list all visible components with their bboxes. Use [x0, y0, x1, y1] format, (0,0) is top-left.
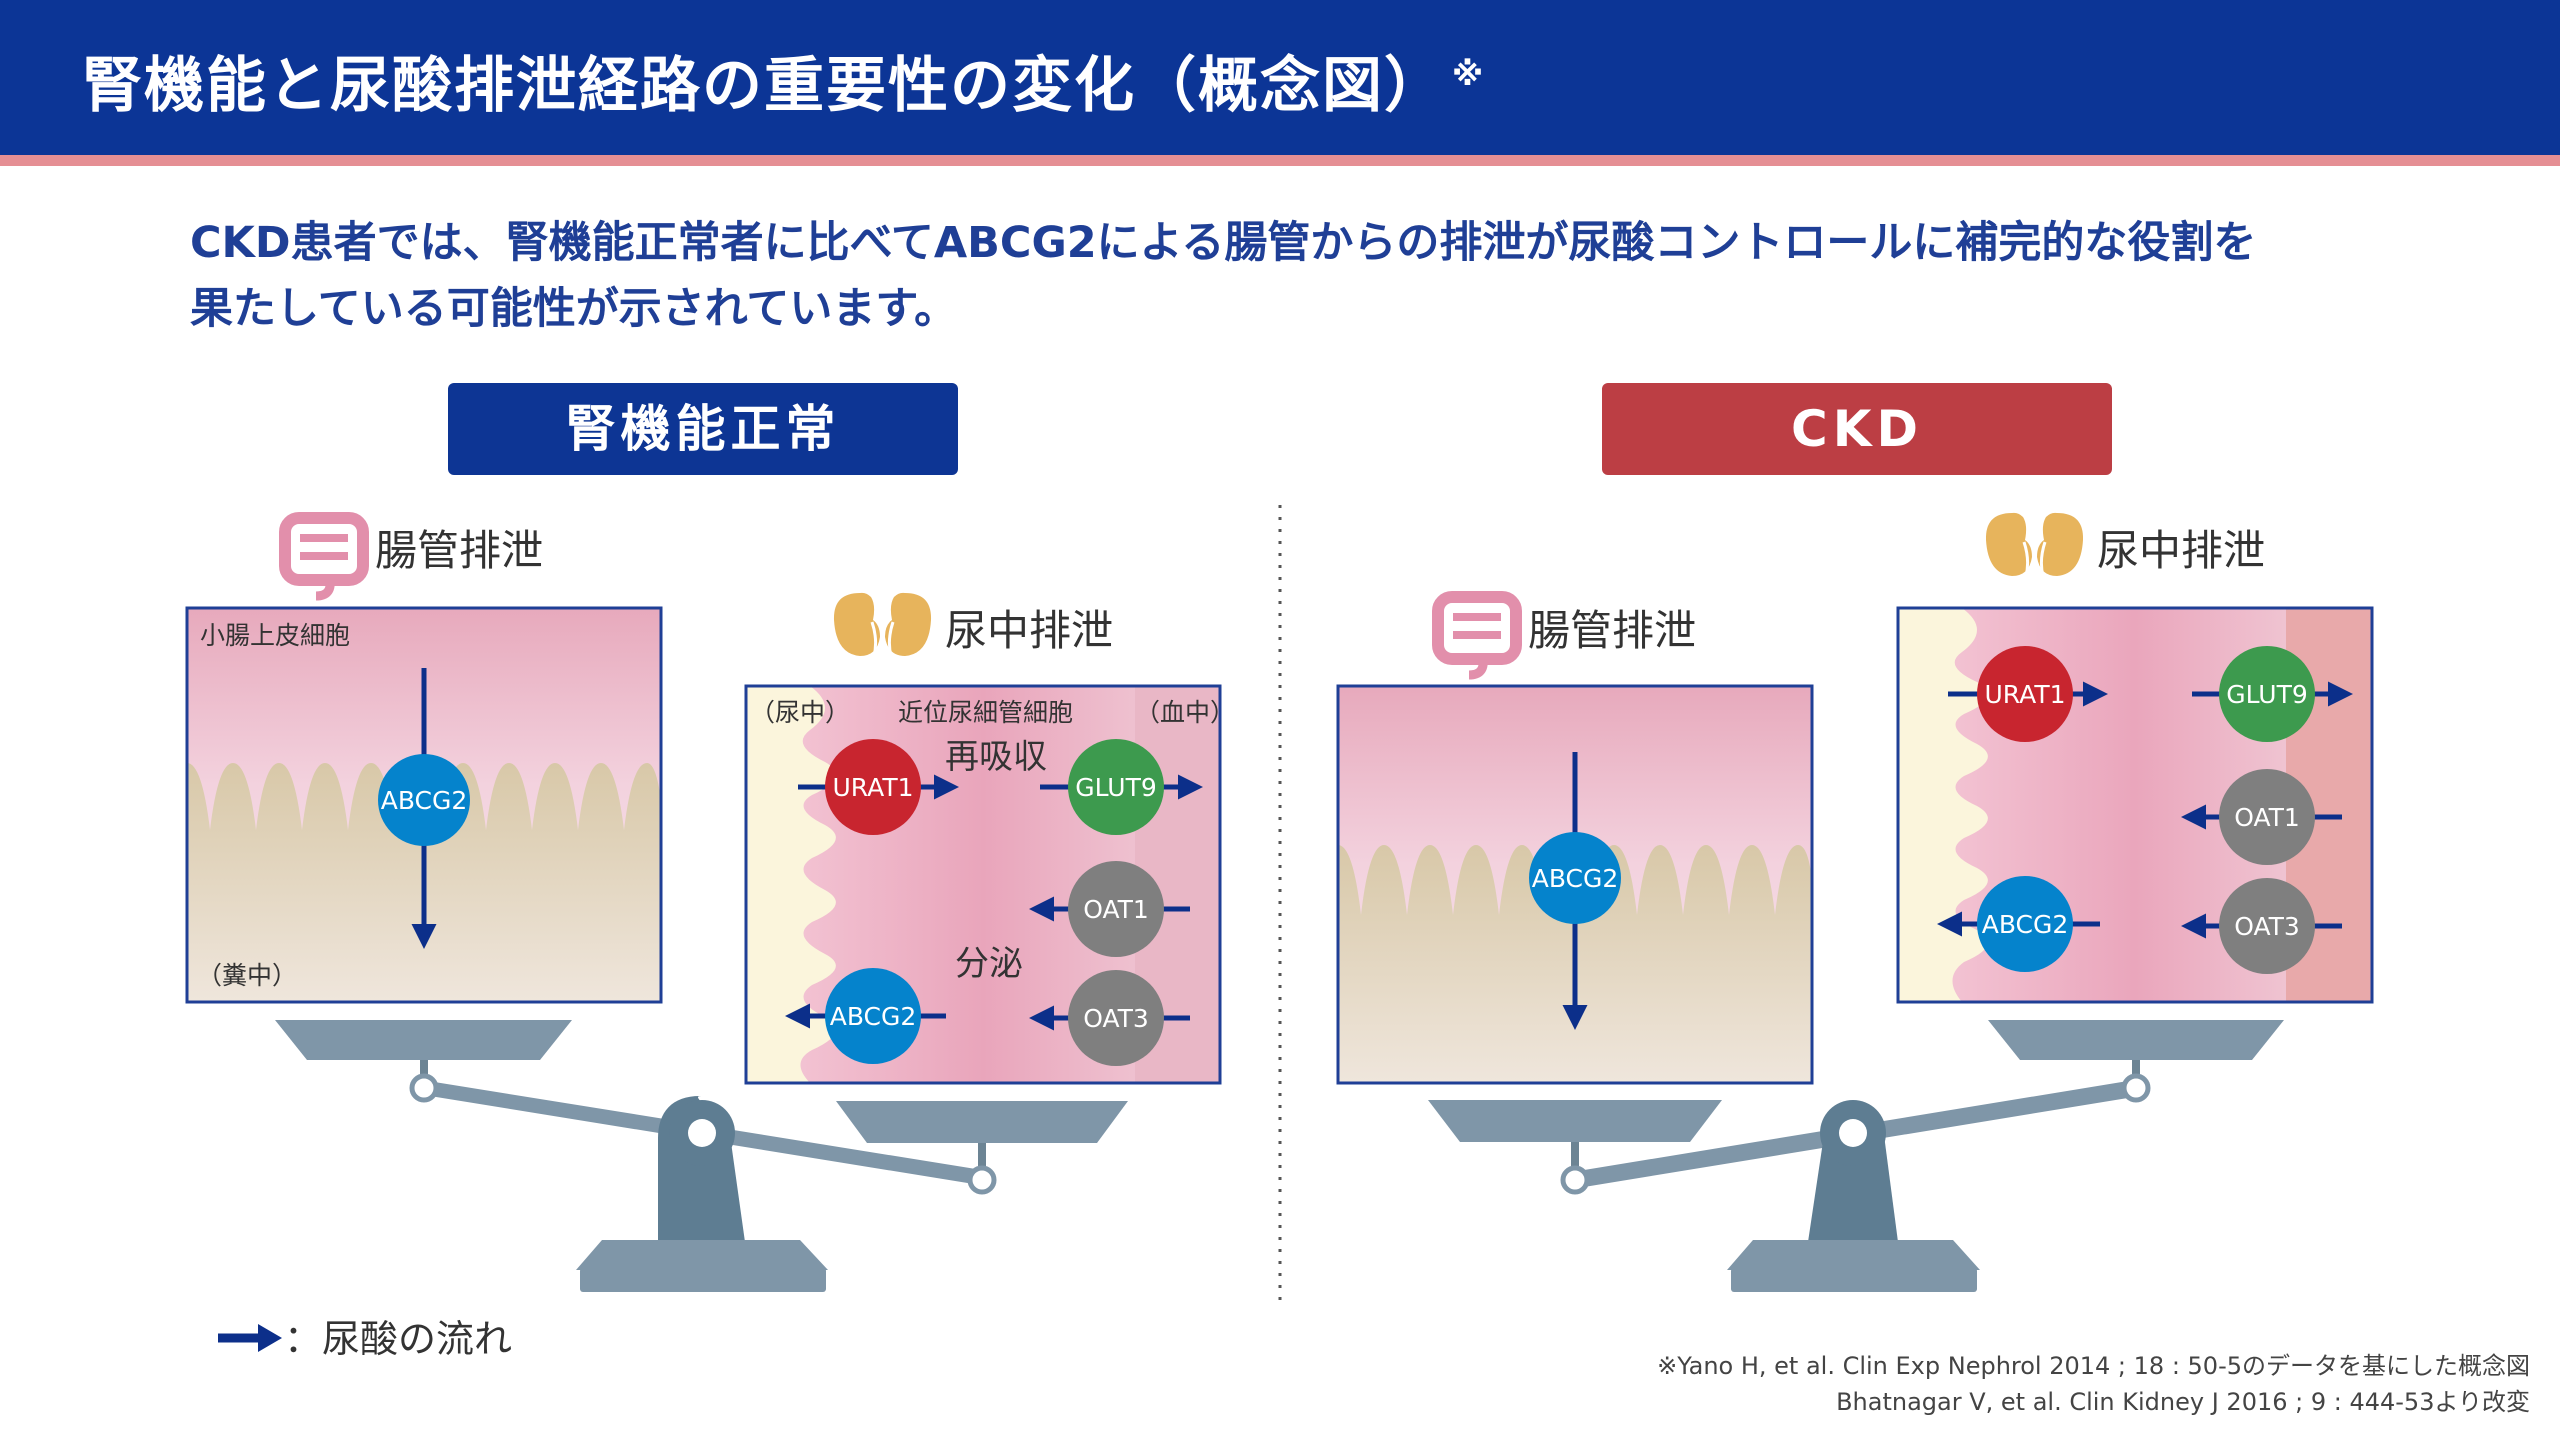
- ckd-oat3-label: OAT3: [2234, 912, 2300, 941]
- legend-arrow-icon: [258, 1324, 282, 1352]
- footnote-line-2: Bhatnagar V, et al. Clin Kidney J 2016 ;…: [1836, 1388, 2530, 1416]
- normal-intestine-icon: [279, 512, 369, 601]
- ckd-glut9-label: GLUT9: [2226, 680, 2308, 709]
- normal-abcg2-intestine-label: ABCG2: [381, 786, 468, 815]
- ckd-kidney-box: URAT1 GLUT9 OAT1 ABCG2 OAT3: [1896, 606, 2374, 1004]
- normal-oat3: [1068, 970, 1164, 1066]
- normal-oat3-label: OAT3: [1083, 1004, 1149, 1033]
- ckd-urat1: [1977, 646, 2073, 742]
- ckd-kidney-heading: 尿中排泄: [2097, 526, 2265, 575]
- ckd-kidney-icon: [1985, 512, 2084, 577]
- normal-glut9-label: GLUT9: [1075, 773, 1157, 802]
- title-bar-stripe: [0, 155, 2560, 166]
- normal-scale-pan-left: [275, 1020, 572, 1060]
- normal-intestine-box: 小腸上皮細胞 （糞中） ABCG2: [185, 606, 663, 1004]
- normal-scale-base: [576, 1240, 828, 1270]
- normal-kidney-urine-label: （尿中）: [750, 698, 850, 727]
- normal-abcg2-kidney: [825, 968, 921, 1064]
- normal-kidney-box: （尿中） 近位尿細管細胞 （血中） 再吸収 分泌 URAT1 GLUT9 OAT…: [744, 684, 1235, 1085]
- normal-urat1-label: URAT1: [833, 773, 914, 802]
- ckd-oat3: [2219, 878, 2315, 974]
- ckd-glut9: [2219, 646, 2315, 742]
- normal-abcg2-intestine: [378, 754, 470, 846]
- lead-text: CKD患者では、腎機能正常者に比べてABCG2による腸管からの排泄が尿酸コントロ…: [190, 210, 2490, 342]
- ckd-oat1-label: OAT1: [2234, 803, 2300, 832]
- ckd-intestine-heading: 腸管排泄: [1528, 606, 1696, 655]
- normal-intestine-stool-label: （糞中）: [197, 961, 297, 990]
- ckd-abcg2-intestine: [1529, 832, 1621, 924]
- ckd-scale-pan-right: [1988, 1020, 2284, 1060]
- page-title: 腎機能と尿酸排泄経路の重要性の変化（概念図）※: [82, 34, 1485, 126]
- title-note-mark: ※: [1452, 55, 1486, 93]
- ckd-scale-pivot: [1839, 1119, 1867, 1147]
- normal-abcg2-kidney-label: ABCG2: [830, 1002, 917, 1031]
- normal-oat1-label: OAT1: [1083, 895, 1149, 924]
- footnote-line-1: ※Yano H, et al. Clin Exp Nephrol 2014 ; …: [1657, 1352, 2530, 1380]
- legend-text: ：尿酸の流れ: [284, 1317, 512, 1361]
- normal-glut9: [1068, 739, 1164, 835]
- normal-kidney-cell-label: 近位尿細管細胞: [898, 698, 1073, 727]
- ckd-abcg2-intestine-label: ABCG2: [1532, 864, 1619, 893]
- ckd-intestine-icon: [1432, 591, 1522, 680]
- badge-ckd: CKD: [1602, 383, 2112, 475]
- normal-balance-scale: [275, 1020, 1128, 1292]
- normal-oat1: [1068, 861, 1164, 957]
- normal-scale-pivot: [688, 1119, 716, 1147]
- normal-urat1: [825, 739, 921, 835]
- legend: ：尿酸の流れ: [218, 1317, 512, 1361]
- normal-reabsorption-label: 再吸収: [945, 737, 1047, 777]
- normal-kidney-blood-label: （血中）: [1135, 698, 1235, 727]
- ckd-abcg2-kidney: [1977, 876, 2073, 972]
- footnote: ※Yano H, et al. Clin Exp Nephrol 2014 ; …: [1657, 1348, 2530, 1420]
- ckd-scale-base: [1727, 1240, 1980, 1270]
- normal-kidney-heading: 尿中排泄: [945, 606, 1113, 655]
- lead-line-2: 果たしている可能性が示されています。: [190, 284, 958, 334]
- normal-secretion-label: 分泌: [955, 944, 1023, 984]
- ckd-oat1: [2219, 769, 2315, 865]
- ckd-abcg2-kidney-label: ABCG2: [1982, 910, 2069, 939]
- ckd-balance-scale: [1428, 1020, 2284, 1292]
- normal-kidney-icon: [833, 592, 932, 657]
- badge-normal-kidney: 腎機能正常: [448, 383, 958, 475]
- normal-scale-pan-right: [836, 1101, 1128, 1143]
- ckd-urat1-label: URAT1: [1985, 680, 2066, 709]
- page-title-text: 腎機能と尿酸排泄経路の重要性の変化（概念図）: [82, 51, 1446, 121]
- ckd-scale-pan-left: [1428, 1100, 1722, 1142]
- lead-line-1: CKD患者では、腎機能正常者に比べてABCG2による腸管からの排泄が尿酸コントロ…: [190, 218, 2257, 268]
- normal-intestine-heading: 腸管排泄: [375, 526, 543, 575]
- normal-intestine-cell-label: 小腸上皮細胞: [200, 621, 350, 650]
- title-bar: [0, 0, 2560, 155]
- ckd-intestine-box: ABCG2: [1336, 684, 1814, 1085]
